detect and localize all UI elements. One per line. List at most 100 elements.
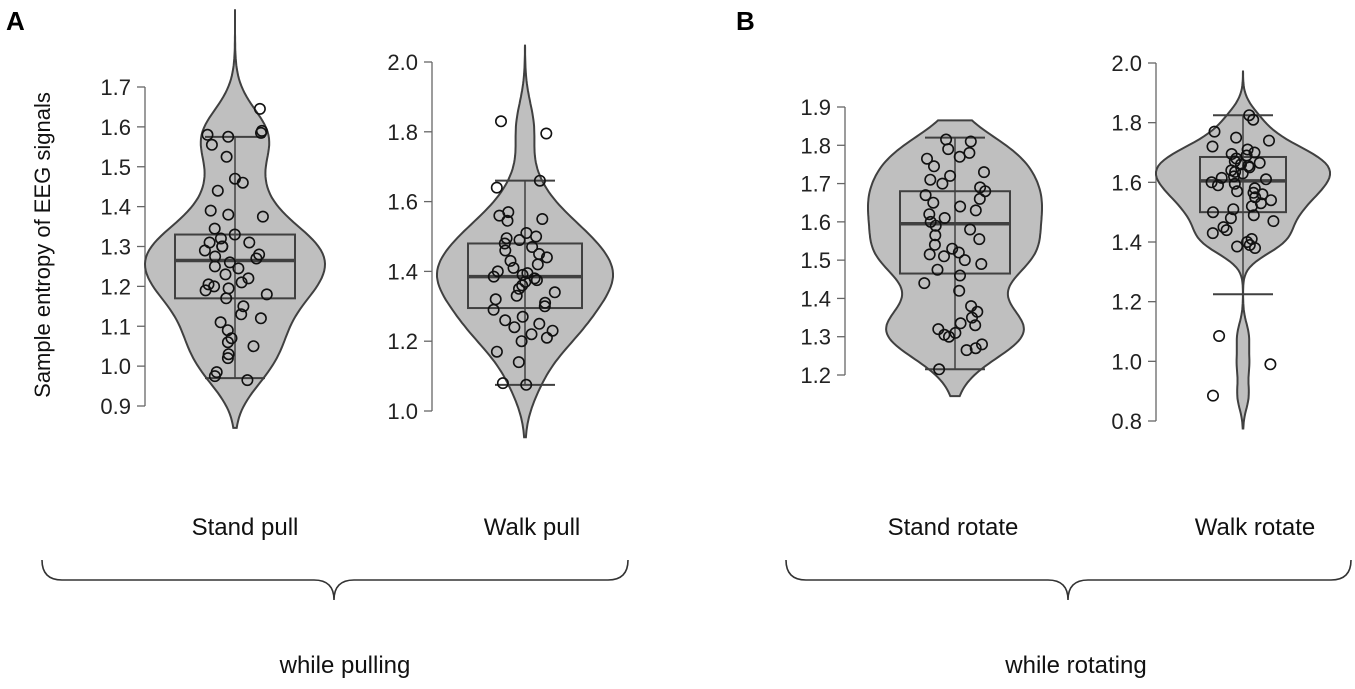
- data-point: [247, 340, 260, 353]
- data-point: [498, 237, 511, 250]
- y-tick-label: 1.4: [100, 195, 131, 220]
- data-point: [1205, 176, 1218, 189]
- y-tick-label: 1.4: [1111, 230, 1142, 255]
- data-point: [952, 246, 965, 259]
- data-point: [222, 130, 235, 143]
- data-point: [1231, 185, 1244, 198]
- data-point: [919, 189, 932, 202]
- data-point: [540, 251, 553, 264]
- data-point: [208, 222, 221, 235]
- data-point: [1229, 165, 1242, 178]
- violin-panel-2: 1.01.21.41.61.82.0: [387, 44, 614, 439]
- data-point: [975, 338, 988, 351]
- y-tick-label: 1.8: [1111, 111, 1142, 136]
- group-label-pulling: while pulling: [279, 652, 411, 679]
- data-point: [931, 263, 944, 276]
- y-tick-label: 1.4: [387, 259, 418, 284]
- data-point: [201, 128, 214, 141]
- data-point: [1267, 215, 1280, 228]
- data-point: [1213, 329, 1226, 342]
- data-point: [243, 236, 256, 249]
- data-point: [221, 336, 234, 349]
- data-point: [530, 230, 543, 243]
- data-point: [507, 261, 520, 274]
- data-point: [526, 241, 539, 254]
- data-point: [548, 286, 561, 299]
- data-point: [255, 126, 268, 139]
- data-point: [969, 342, 982, 355]
- data-point: [965, 311, 978, 324]
- data-point: [942, 143, 955, 156]
- data-point: [533, 174, 546, 187]
- data-point: [960, 344, 973, 357]
- data-point: [254, 312, 267, 325]
- data-point: [927, 196, 940, 209]
- data-point: [975, 257, 988, 270]
- data-point: [208, 370, 221, 383]
- data-point: [1231, 240, 1244, 253]
- y-tick-label: 1.5: [100, 155, 131, 180]
- data-point: [516, 310, 529, 323]
- data-point: [964, 135, 977, 148]
- data-point: [499, 244, 512, 257]
- y-tick-label: 1.8: [387, 120, 418, 145]
- data-point: [232, 262, 245, 275]
- y-tick-label: 1.4: [800, 286, 831, 311]
- data-point: [954, 200, 967, 213]
- data-point: [260, 288, 273, 301]
- data-point: [539, 296, 552, 309]
- data-point: [520, 378, 533, 391]
- violin-panel-3: 1.21.31.41.51.61.71.81.9: [800, 95, 1043, 398]
- data-point: [1220, 224, 1233, 237]
- data-point: [920, 152, 933, 165]
- data-point: [219, 268, 232, 281]
- data-point: [1228, 170, 1241, 183]
- data-point: [1256, 188, 1269, 201]
- data-point: [942, 330, 955, 343]
- data-point: [927, 160, 940, 173]
- data-point: [204, 204, 217, 217]
- violin-plots: 0.91.01.11.21.31.41.51.61.71.01.21.41.61…: [100, 9, 1331, 439]
- data-point: [1263, 134, 1276, 147]
- y-tick-label: 1.6: [800, 210, 831, 235]
- y-tick-label: 1.3: [100, 235, 131, 260]
- data-point: [1215, 171, 1228, 184]
- violin-panel-1: 0.91.01.11.21.31.41.51.61.7: [100, 9, 327, 429]
- data-point: [225, 332, 238, 345]
- data-point: [928, 238, 941, 251]
- data-point: [1249, 242, 1262, 255]
- data-point: [1241, 143, 1254, 156]
- data-point: [1206, 140, 1219, 153]
- data-point: [250, 252, 263, 265]
- data-point: [540, 127, 553, 140]
- data-point: [504, 254, 517, 267]
- data-point: [1228, 177, 1241, 190]
- data-point: [1206, 227, 1219, 240]
- data-point: [1260, 173, 1273, 186]
- brace-rotating: [785, 559, 1352, 601]
- data-point: [938, 212, 951, 225]
- data-point: [525, 328, 538, 341]
- y-tick-label: 1.2: [387, 329, 418, 354]
- data-point: [512, 282, 525, 295]
- data-point: [499, 314, 512, 327]
- data-point: [202, 278, 215, 291]
- y-tick-label: 1.7: [100, 75, 131, 100]
- y-tick-label: 1.2: [800, 363, 831, 388]
- data-point: [953, 269, 966, 282]
- data-point: [501, 214, 514, 227]
- data-point: [1230, 131, 1243, 144]
- data-point: [958, 254, 971, 267]
- data-point: [1217, 221, 1230, 234]
- data-point: [490, 345, 503, 358]
- data-point: [515, 335, 528, 348]
- data-point: [496, 377, 509, 390]
- data-point: [253, 102, 266, 115]
- data-point: [923, 208, 936, 221]
- y-tick-label: 1.6: [387, 190, 418, 215]
- y-tick-label: 1.7: [800, 172, 831, 197]
- category-label-walk-pull: Walk pull: [484, 514, 580, 541]
- data-point: [538, 300, 551, 313]
- data-point: [530, 274, 543, 287]
